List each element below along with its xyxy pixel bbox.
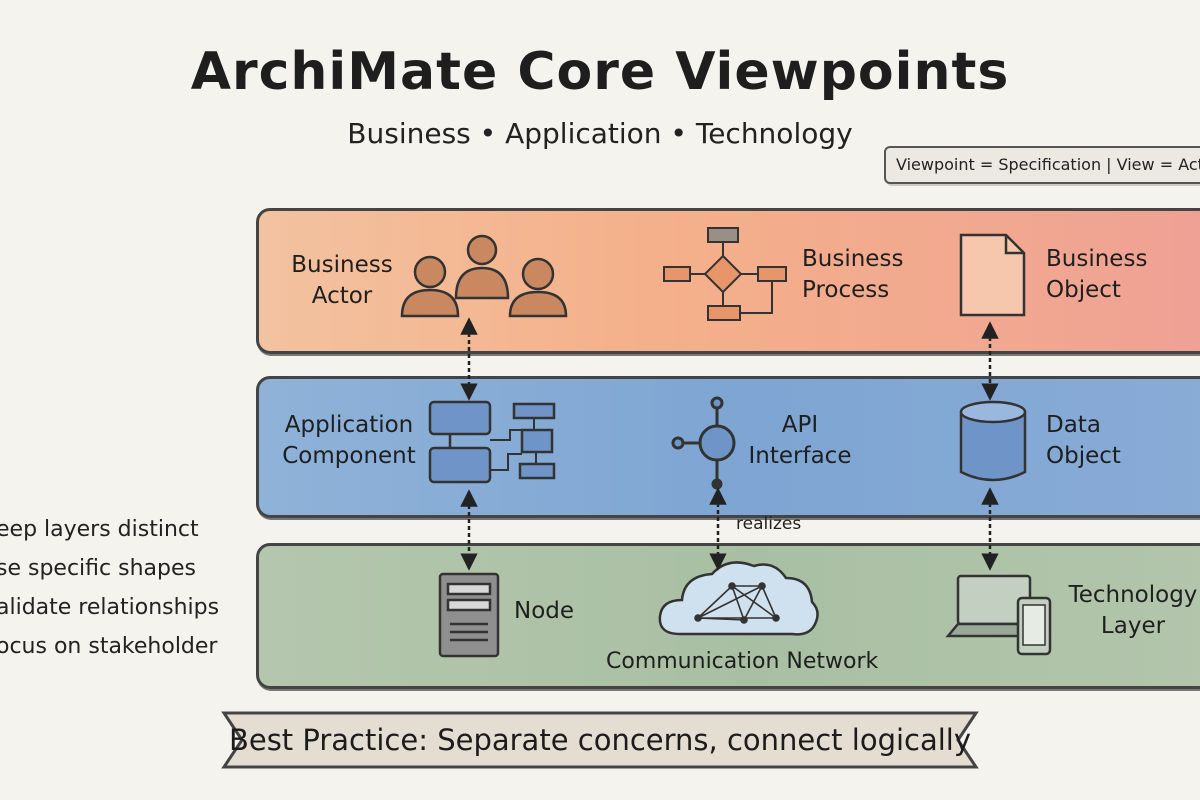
realizes-label: realizes <box>736 514 802 534</box>
communication-network-label: Communication Network <box>606 649 879 674</box>
component-icon <box>428 400 556 484</box>
list-item: ocus on stakeholder <box>0 634 218 659</box>
best-practice-banner <box>221 711 979 769</box>
best-practice-list: eep layers distinct se specific shapes a… <box>0 510 219 666</box>
list-item: alidate relationships <box>0 595 220 620</box>
devices-icon <box>945 574 1052 656</box>
definition-note: Viewpoint = Specification | View = Actua… <box>884 146 1200 184</box>
list-item: eep layers distinct <box>0 517 199 542</box>
diagram-subtitle: Business • Application • Technology <box>347 117 853 150</box>
interface-icon <box>671 396 736 490</box>
node-label: Node <box>514 598 575 624</box>
database-icon <box>959 400 1027 482</box>
cloud-network-icon <box>658 561 819 636</box>
process-flow-icon <box>663 227 787 321</box>
document-icon <box>959 233 1026 317</box>
server-icon <box>438 572 500 658</box>
actor-group-icon <box>400 234 568 318</box>
diagram-title: ArchiMate Core Viewpoints <box>190 42 1010 102</box>
best-practice-banner-text: Best Practice: Separate concerns, connec… <box>228 723 972 757</box>
list-item: se specific shapes <box>0 556 196 581</box>
